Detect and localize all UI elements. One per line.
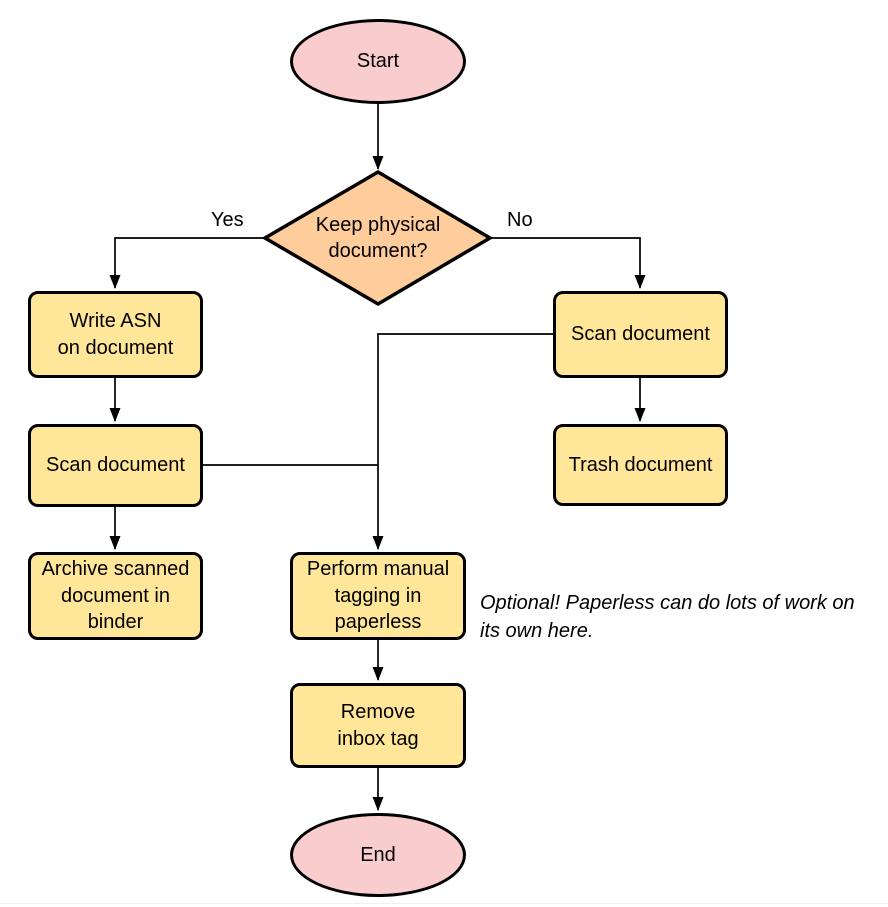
node-scan-document-left: Scan document: [28, 424, 203, 507]
node-write-asn-label: Write ASN on document: [57, 310, 174, 359]
edge-yes-to-write-asn: [109, 237, 265, 289]
node-trash-label: Trash document: [568, 453, 713, 476]
decision-diamond-shape: [261, 169, 494, 307]
node-end-label: End: [360, 843, 396, 866]
edge-no-to-scan-right: [490, 237, 646, 289]
node-archive: Archive scanned document in binder: [28, 552, 203, 640]
node-archive-label: Archive scanned document in binder: [41, 558, 190, 634]
node-decision-label: Keep physical document?: [315, 213, 441, 262]
edge-label-yes: Yes: [211, 209, 244, 231]
optional-note: Optional! Paperless can do lots of work …: [480, 592, 855, 642]
node-remove-inbox-tag: Remove inbox tag: [290, 683, 466, 768]
bottom-divider: [0, 903, 888, 904]
node-trash: Trash document: [553, 424, 728, 506]
node-end: End: [290, 813, 466, 897]
node-scan-document-right: Scan document: [553, 291, 728, 378]
edge-scan-right-to-tagging: [372, 333, 553, 550]
node-manual-tagging-label: Perform manual tagging in paperless: [306, 558, 450, 634]
node-write-asn: Write ASN on document: [28, 291, 203, 378]
node-start: Start: [290, 19, 466, 104]
node-remove-inbox-tag-label: Remove inbox tag: [337, 701, 419, 750]
node-scan-document-right-label: Scan document: [571, 323, 710, 346]
node-manual-tagging: Perform manual tagging in paperless: [290, 552, 466, 640]
node-start-label: Start: [356, 50, 400, 73]
node-scan-document-left-label: Scan document: [46, 454, 185, 477]
edge-label-no: No: [507, 209, 533, 231]
